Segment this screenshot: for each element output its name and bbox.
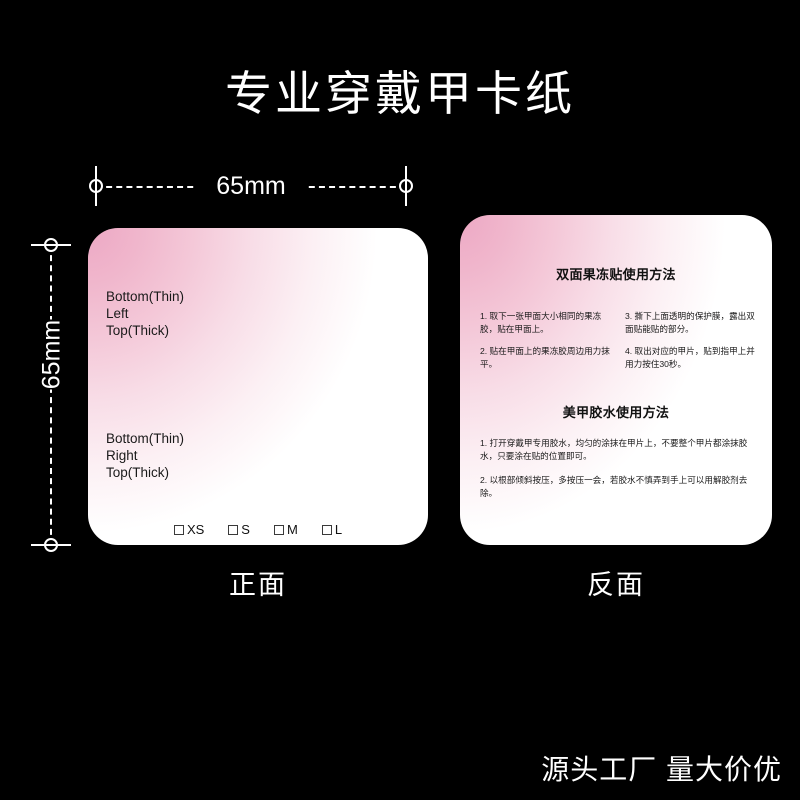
glue-step-1: 1. 打开穿戴甲专用胶水，均匀的涂抹在甲片上，不要整个甲片都涂抹胶水，只要涂在贴… bbox=[480, 438, 748, 461]
width-marker-right-icon bbox=[399, 166, 413, 206]
size-label-s: S bbox=[241, 522, 250, 537]
page-title: 专业穿戴甲卡纸 bbox=[225, 67, 575, 120]
back-card-caption: 反面 bbox=[587, 570, 645, 600]
orientation-right-line1: Bottom(Thin) bbox=[106, 431, 185, 446]
height-dimension-label: 65mm bbox=[37, 319, 67, 390]
size-option-xs[interactable]: XS bbox=[173, 522, 205, 537]
jelly-step-4: 4. 取出对应的甲片，贴到指甲上并用力按住30秒。 bbox=[625, 346, 755, 369]
jelly-steps-left-column: 1. 取下一张甲面大小相同的果冻胶，贴在甲面上。 2. 贴在甲面上的果冻胶周边用… bbox=[480, 310, 611, 380]
size-option-m[interactable]: M bbox=[273, 522, 298, 537]
height-marker-bottom-icon bbox=[31, 538, 71, 552]
size-checkbox-row: XS S M L bbox=[88, 522, 428, 537]
jelly-step-1: 1. 取下一张甲面大小相同的果冻胶，贴在甲面上。 bbox=[480, 311, 602, 334]
orientation-block-left: Bottom(Thin) Left Top(Thick) bbox=[106, 288, 184, 339]
jelly-steps-right-column: 3. 撕下上面透明的保护膜，露出双面贴能贴的部分。 4. 取出对应的甲片，贴到指… bbox=[625, 310, 756, 380]
orientation-right-line2: Right bbox=[106, 448, 138, 463]
size-label-m: M bbox=[286, 522, 298, 537]
footer-slogan: 源头工厂 量大价优 bbox=[541, 754, 782, 785]
front-card: Bottom(Thin) Left Top(Thick) Bottom(Thin… bbox=[88, 228, 428, 545]
orientation-left-line1: Bottom(Thin) bbox=[106, 289, 185, 304]
size-option-s[interactable]: S bbox=[228, 522, 250, 537]
checkbox-icon[interactable] bbox=[273, 524, 284, 535]
checkbox-icon[interactable] bbox=[228, 524, 239, 535]
orientation-left-line3: Top(Thick) bbox=[106, 323, 170, 338]
checkbox-icon[interactable] bbox=[321, 524, 332, 535]
orientation-right-line3: Top(Thick) bbox=[106, 465, 170, 480]
size-label-xs: XS bbox=[186, 522, 205, 537]
jelly-step-2: 2. 贴在甲面上的果冻胶周边用力抹平。 bbox=[480, 346, 610, 369]
height-marker-top-icon bbox=[31, 238, 71, 252]
jelly-sticker-steps: 1. 取下一张甲面大小相同的果冻胶，贴在甲面上。 2. 贴在甲面上的果冻胶周边用… bbox=[480, 310, 756, 380]
jelly-sticker-heading: 双面果冻贴使用方法 bbox=[556, 267, 676, 282]
width-marker-left-icon bbox=[89, 166, 103, 206]
jelly-step-3: 3. 撕下上面透明的保护膜，露出双面贴能贴的部分。 bbox=[625, 311, 755, 334]
orientation-block-right: Bottom(Thin) Right Top(Thick) bbox=[106, 430, 184, 481]
back-card: 双面果冻贴使用方法 1. 取下一张甲面大小相同的果冻胶，贴在甲面上。 2. 贴在… bbox=[460, 215, 772, 545]
size-label-l: L bbox=[334, 522, 343, 537]
nail-glue-heading: 美甲胶水使用方法 bbox=[562, 405, 670, 420]
front-card-caption: 正面 bbox=[229, 570, 287, 600]
height-dimension-line bbox=[50, 245, 52, 545]
orientation-left-line2: Left bbox=[106, 306, 129, 321]
glue-step-2: 2. 以根部倾斜按压，多按压一会，若胶水不慎弄到手上可以用解胶剂去除。 bbox=[480, 475, 748, 498]
checkbox-icon[interactable] bbox=[173, 524, 184, 535]
size-option-l[interactable]: L bbox=[321, 522, 343, 537]
nail-glue-steps: 1. 打开穿戴甲专用胶水，均匀的涂抹在甲片上，不要整个甲片都涂抹胶水，只要涂在贴… bbox=[480, 437, 754, 511]
width-dimension-label: 65mm bbox=[196, 172, 306, 201]
